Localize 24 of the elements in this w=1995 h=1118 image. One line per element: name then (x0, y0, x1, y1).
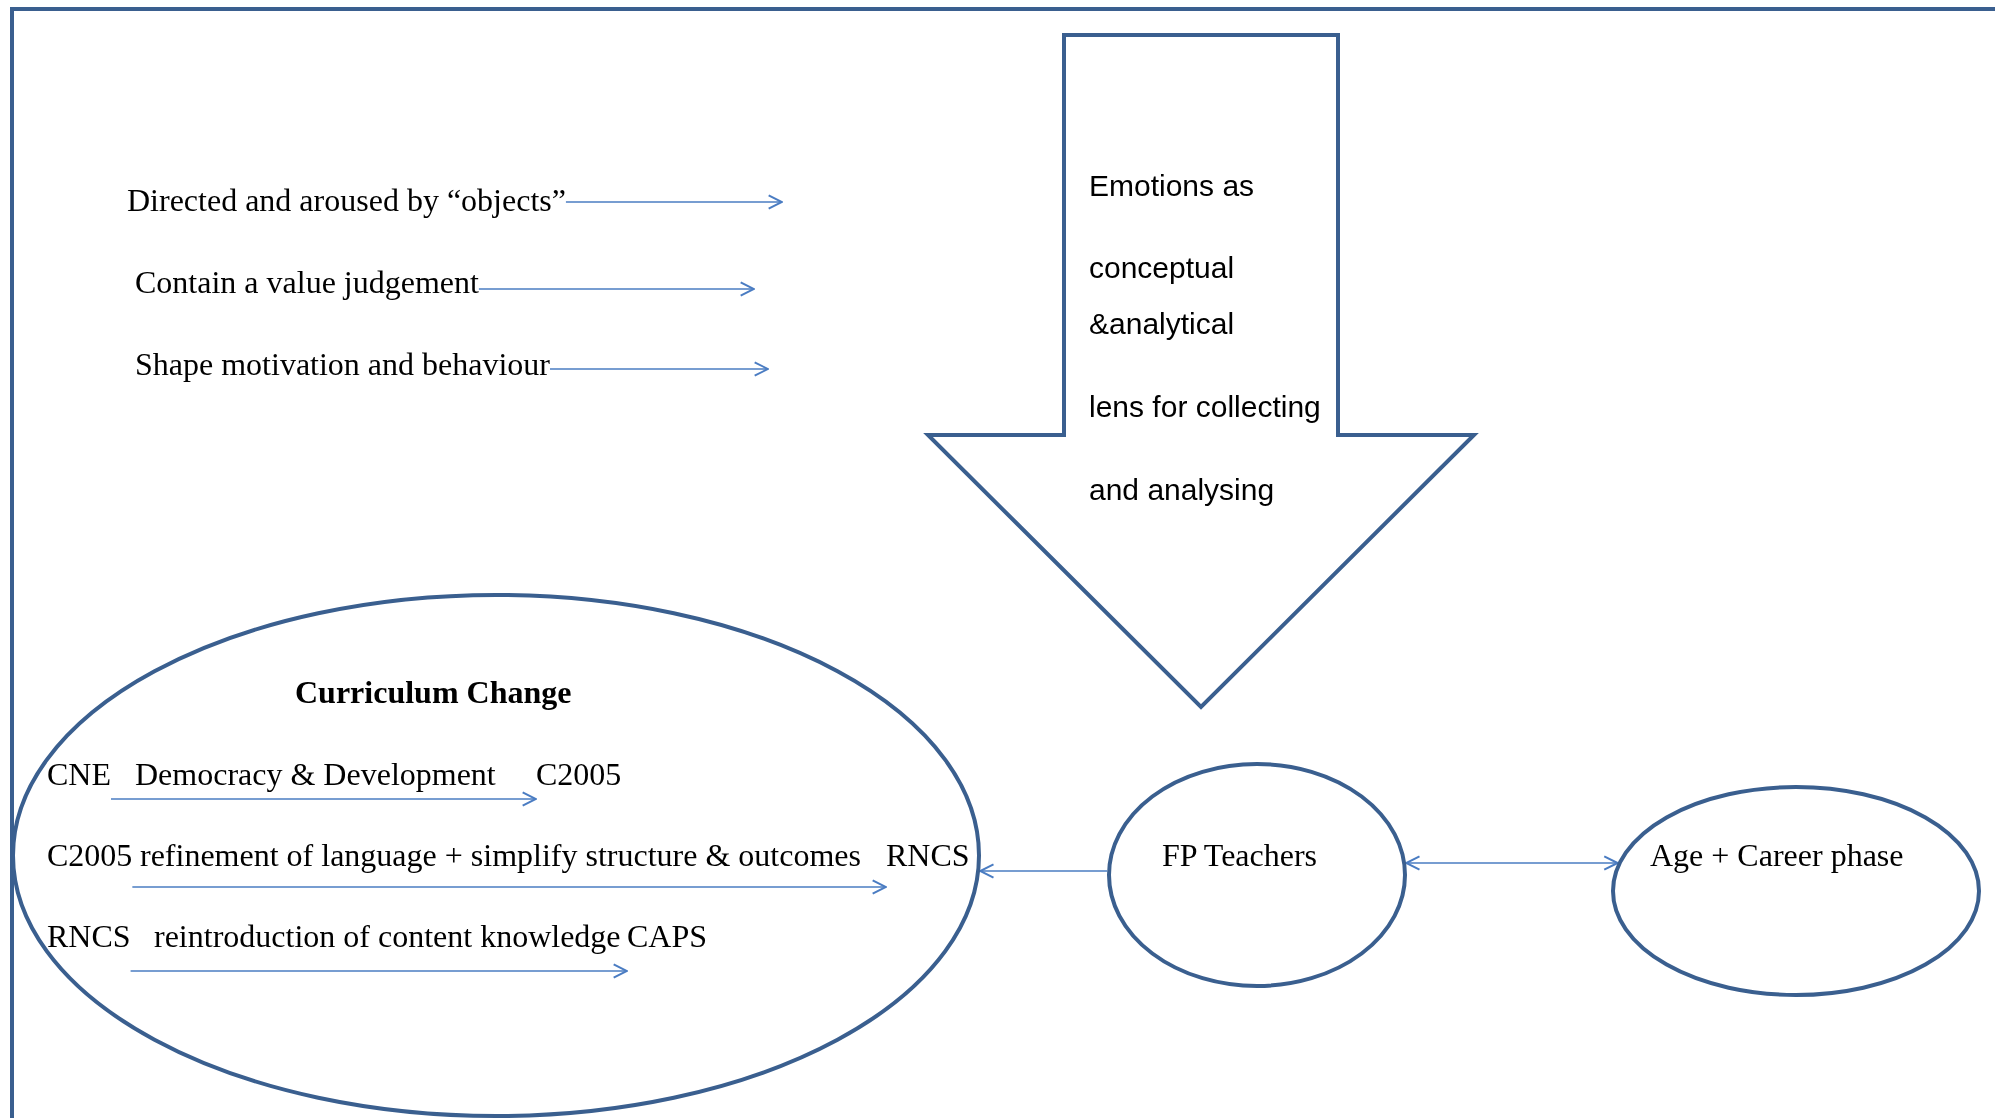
node-text: Age + Career phase (1650, 836, 1904, 874)
arrow (129, 963, 628, 979)
statement-text: Directed and aroused by “objects” (127, 181, 566, 219)
node-text: FP Teachers (1162, 836, 1318, 874)
arrow (110, 791, 537, 807)
node-text: Emotions as (1089, 168, 1256, 204)
heading-text: Curriculum Change (295, 673, 572, 711)
stage-text: RNCS (47, 917, 131, 955)
statement-text: Contain a value judgement (135, 263, 479, 301)
node-text: lens for collecting (1089, 389, 1322, 425)
arrow (478, 281, 755, 297)
stage-text: CNE (47, 755, 111, 793)
arrow (565, 194, 783, 210)
node-text: conceptual &analytical (1089, 250, 1236, 342)
arrow (549, 361, 769, 377)
stage-text: C2005 (47, 836, 133, 874)
statement-text: Shape motivation and behaviour (135, 345, 550, 383)
arrow (131, 879, 887, 895)
node-text: and analysing (1089, 472, 1276, 508)
stage-text: CAPS (627, 917, 708, 955)
stage-text: RNCS (886, 836, 970, 874)
arrow (1405, 855, 1619, 871)
arrow (979, 863, 1108, 879)
stage-text: C2005 (536, 755, 622, 793)
